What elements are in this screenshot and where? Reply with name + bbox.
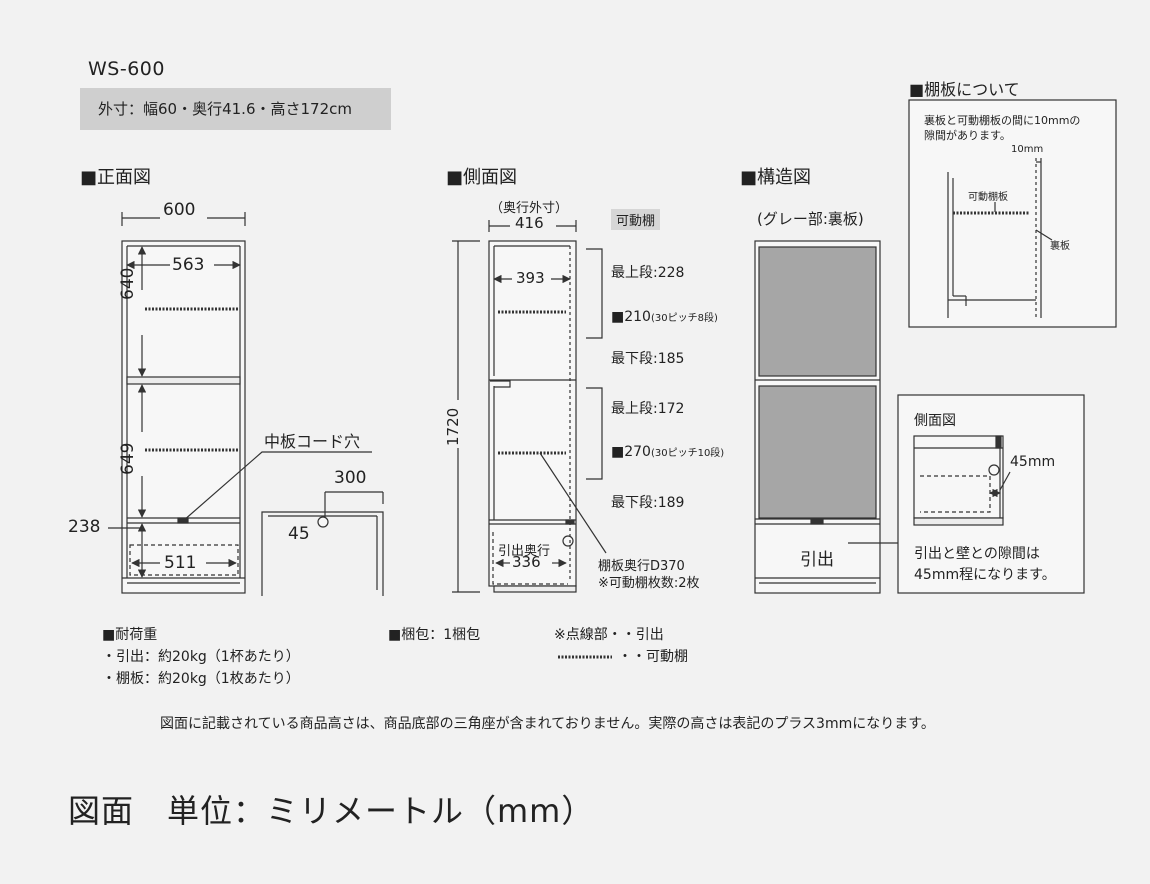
structure-subtitle: (グレー部:裏板) <box>757 210 864 228</box>
cord-hole-dia-label: 45 <box>288 524 310 544</box>
side-view <box>452 220 607 593</box>
structure-view-title: ■構造図 <box>740 167 812 188</box>
lower-top-label: 最上段:172 <box>611 401 685 417</box>
lower-bottom-label: 最下段:189 <box>611 495 685 511</box>
shelf-gap-label: 10mm <box>1011 144 1044 155</box>
side-detail-title: 側面図 <box>914 413 956 429</box>
upper-pitch-note: (30ピッチ8段) <box>650 313 718 324</box>
cord-hole-label: 中板コード穴 <box>264 432 361 451</box>
side-detail-text-1: 引出と壁との隙間は <box>914 546 1040 562</box>
side-view-title: ■側面図 <box>446 167 518 188</box>
shelf-board-label: 可動棚板 <box>968 192 1008 203</box>
front-view <box>108 212 372 594</box>
front-drawer-height-label: 238 <box>68 517 101 537</box>
side-drawer-depth-label: 336 <box>512 553 541 571</box>
side-detail-box <box>897 394 1085 594</box>
front-width-label: 600 <box>163 200 196 220</box>
side-height-label: 1720 <box>444 407 462 446</box>
side-detail-text-2: 45mm程になります。 <box>914 567 1056 583</box>
upper-bottom-label: 最下段:185 <box>611 351 685 367</box>
side-detail-gap-label: 45mm <box>1010 454 1056 470</box>
lower-pitch-note: (30ピッチ10段) <box>650 448 725 459</box>
front-middle-height-label: 649 <box>118 442 138 475</box>
side-depth-label: 416 <box>515 214 544 232</box>
shelf-info-title: ■棚板について <box>909 80 1020 99</box>
back-board-label: 裏板 <box>1050 241 1070 252</box>
load-shelf: ・棚板：約20kg（1枚あたり） <box>102 671 300 687</box>
height-reference-note: 図面に記載されている商品高さは、商品底部の三角座が含まれておりません。実際の高さ… <box>160 716 935 732</box>
load-drawer: ・引出：約20kg（1杯あたり） <box>102 649 300 665</box>
structure-drawer-label: 引出 <box>800 550 834 570</box>
front-view-title: ■正面図 <box>80 167 152 188</box>
side-drawer-depth-caption: 引出奥行 <box>498 544 551 559</box>
shelf-info-text-2: 隙間があります。 <box>924 129 1011 142</box>
lower-pitch-main: ■270 <box>611 444 651 460</box>
front-drawer-width-label: 511 <box>164 553 197 573</box>
upper-pitch-label: ■210(30ピッチ8段) <box>611 309 718 325</box>
cord-hole-detail <box>261 491 384 596</box>
legend-drawer: ※点線部・・引出 <box>554 627 664 643</box>
front-upper-height-label: 640 <box>118 267 138 300</box>
legend-shelf: ・・可動棚 <box>618 649 688 665</box>
side-shelf-depth-label: 393 <box>516 269 545 287</box>
structure-view <box>754 240 898 594</box>
outer-dimensions: 外寸：幅60・奥行41.6・高さ172cm <box>80 88 391 130</box>
load-title: ■耐荷重 <box>102 627 158 643</box>
side-depth-caption: （奥行外寸） <box>490 201 569 216</box>
shelf-count-note: ※可動棚枚数:2枚 <box>598 576 700 591</box>
cord-hole-offset-label: 300 <box>334 468 367 488</box>
movable-shelf-tag: 可動棚 <box>611 209 661 230</box>
unit-footer: 図面 単位：ミリメートル（mm） <box>68 792 595 830</box>
package-note: ■梱包：1梱包 <box>388 627 481 643</box>
upper-top-label: 最上段:228 <box>611 265 685 281</box>
model-name: WS-600 <box>88 58 165 80</box>
shelf-info-box <box>908 99 1117 328</box>
upper-pitch-main: ■210 <box>611 309 651 325</box>
front-inner-width-label: 563 <box>172 255 205 275</box>
lower-pitch-label: ■270(30ピッチ10段) <box>611 444 724 460</box>
shelf-info-text-1: 裏板と可動棚板の間に10mmの <box>924 114 1081 127</box>
shelf-depth-note: 棚板奥行D370 <box>598 559 685 574</box>
